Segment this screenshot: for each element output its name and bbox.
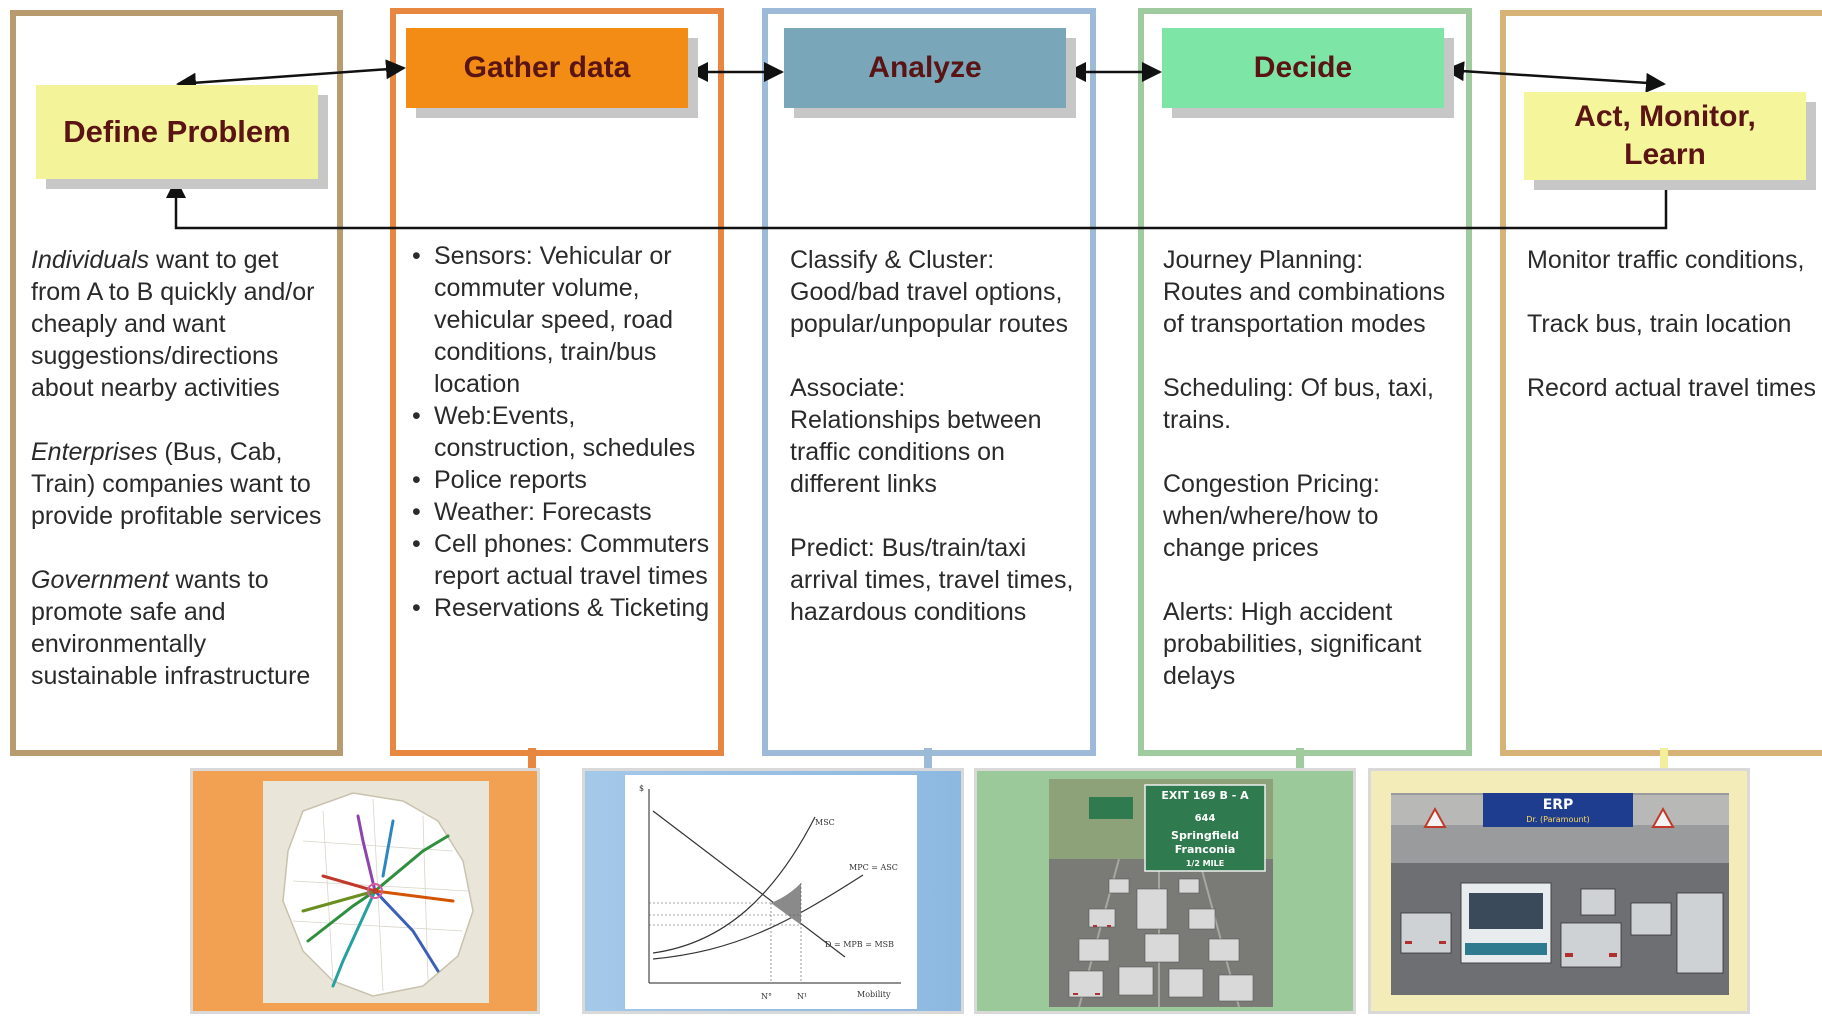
pricing-graph-image: $ Mobility MSC MPC = ASC D = MPB = MSB N… (582, 768, 964, 1014)
pricing-graph: $ Mobility MSC MPC = ASC D = MPB = MSB N… (625, 775, 917, 1009)
graph-q2-label: N¹ (797, 992, 807, 1001)
gather-bullet-item: Web:Events, construction, schedules (412, 400, 710, 464)
act-paragraph: Record actual travel times (1527, 374, 1817, 402)
stakeholder-label: Individuals (31, 246, 150, 274)
erp-gantry-image: ERP Dr. (Paramount) (1368, 768, 1750, 1014)
sign-exit-text: EXIT 169 B - A (1161, 789, 1249, 802)
erp-sub-text: Dr. (Paramount) (1526, 815, 1590, 824)
decide-paragraph: Journey Planning: Routes and combination… (1163, 246, 1446, 338)
erp-sign-text: ERP (1543, 797, 1574, 813)
graph-x-axis-label: Mobility (857, 990, 891, 999)
title-gather-data: Gather data (406, 28, 688, 108)
gather-bullet-item: Cell phones: Commuters report actual tra… (412, 528, 710, 592)
erp-gantry-illustration: ERP Dr. (Paramount) (1391, 793, 1729, 995)
route-map (263, 781, 489, 1003)
analyze-paragraph: Classify & Cluster: Good/bad travel opti… (790, 246, 1068, 338)
gather-bullet-item: Weather: Forecasts (412, 496, 710, 528)
graph-y-axis-label: $ (639, 784, 644, 793)
gather-bullet-item: Police reports (412, 464, 710, 496)
act-paragraph: Track bus, train location (1527, 310, 1792, 338)
connector-act (1660, 748, 1668, 768)
connector-analyze (924, 748, 932, 768)
column-decide (1138, 8, 1472, 756)
title-act-monitor-learn: Act, Monitor, Learn (1524, 92, 1806, 180)
decide-paragraph: Congestion Pricing: when/where/how to ch… (1163, 470, 1380, 562)
feedback-loop-arrow (166, 178, 1668, 230)
erp-gantry: ERP Dr. (Paramount) (1391, 793, 1729, 995)
connector-decide (1296, 748, 1304, 768)
title-analyze: Analyze (784, 28, 1066, 108)
define-paragraph: Individuals want to get from A to B quic… (31, 244, 335, 404)
stakeholder-text: want to get from A to B quickly and/or c… (31, 246, 315, 402)
act-paragraph: Monitor traffic conditions, (1527, 246, 1805, 274)
gather-data-list: Sensors: Vehicular or commuter volume, v… (410, 240, 710, 624)
gather-bullet-item: Sensors: Vehicular or commuter volume, v… (412, 240, 710, 400)
arrow-define-gather (176, 59, 406, 93)
analyze-paragraph: Associate: Relationships between traffic… (790, 374, 1042, 498)
analyze-text: Classify & Cluster: Good/bad travel opti… (790, 244, 1082, 660)
sign-line3-text: 1/2 MILE (1186, 859, 1224, 868)
define-paragraph: Government wants to promote safe and env… (31, 564, 335, 692)
graph-mpc-label: MPC = ASC (849, 863, 898, 872)
title-define-problem: Define Problem (36, 85, 318, 179)
sign-line1-text: Springfield (1171, 829, 1239, 842)
define-problem-text: Individuals want to get from A to B quic… (31, 244, 335, 724)
sign-line2-text: Franconia (1175, 843, 1236, 856)
stakeholder-label: Enterprises (31, 438, 158, 466)
title-decide: Decide (1162, 28, 1444, 108)
connector-gather (528, 748, 536, 768)
traffic-jam: EXIT 169 B - A 644 Springfield Franconia… (1049, 779, 1273, 1007)
stakeholder-text: (Bus, Cab, Train) companies want to prov… (31, 438, 322, 530)
pricing-graph-illustration: $ Mobility MSC MPC = ASC D = MPB = MSB N… (639, 784, 901, 1001)
decide-paragraph: Alerts: High accident probabilities, sig… (1163, 598, 1422, 690)
graph-msc-label: MSC (815, 818, 835, 827)
gather-bullet-item: Reservations & Ticketing (412, 592, 710, 624)
stakeholder-label: Government (31, 566, 169, 594)
graph-demand-label: D = MPB = MSB (825, 940, 894, 949)
define-paragraph: Enterprises (Bus, Cab, Train) companies … (31, 436, 335, 532)
traffic-jam-image: EXIT 169 B - A 644 Springfield Franconia… (974, 768, 1356, 1014)
act-monitor-learn-text: Monitor traffic conditions, Track bus, tr… (1527, 244, 1822, 436)
graph-q1-label: N° (761, 992, 772, 1001)
arrow-decide-act (1444, 61, 1666, 93)
route-map-illustration (282, 792, 474, 997)
sign-shield-text: 644 (1195, 813, 1216, 824)
decide-paragraph: Scheduling: Of bus, taxi, trains. (1163, 374, 1434, 434)
traffic-jam-illustration: EXIT 169 B - A 644 Springfield Franconia… (1049, 779, 1273, 1007)
route-map-image (190, 768, 540, 1014)
analyze-paragraph: Predict: Bus/train/taxi arrival times, t… (790, 534, 1074, 626)
stakeholder-text: wants to promote safe and environmentall… (31, 566, 311, 690)
decide-text: Journey Planning: Routes and combination… (1163, 244, 1455, 724)
